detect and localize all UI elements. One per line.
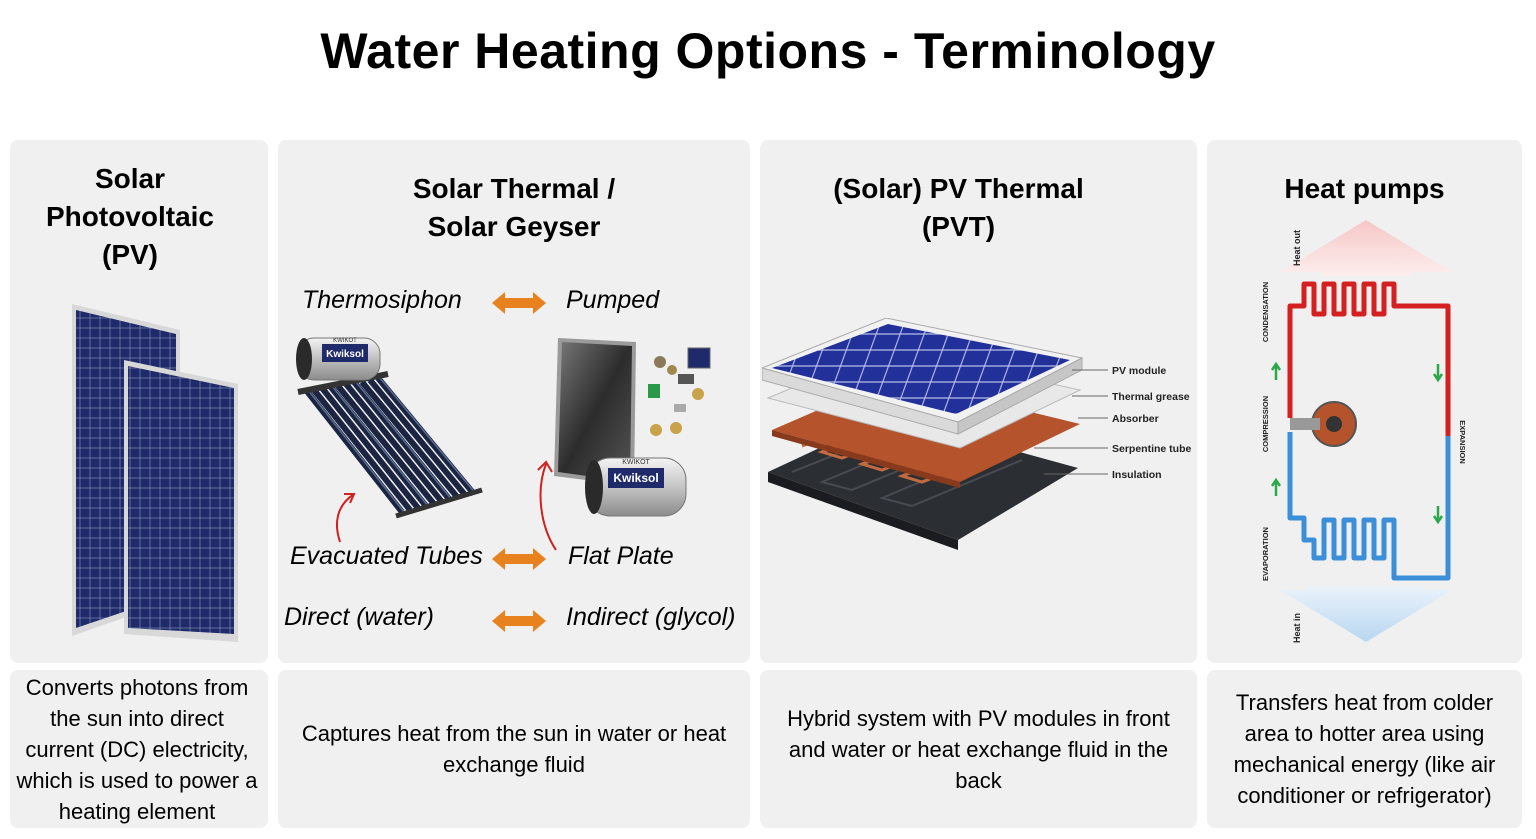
- pvt-heading-line-2: (PVT): [921, 211, 996, 242]
- condensation-label: CONDENSATION: [1261, 282, 1270, 342]
- pvt-heading-line-1: (Solar) PV Thermal: [833, 173, 1084, 204]
- pv-heading-line-2: Photovoltaic: [45, 201, 214, 232]
- heat-pump-description: Transfers heat from colder area to hotte…: [1233, 690, 1496, 808]
- solar-thermal-description-panel: [278, 670, 750, 828]
- option-thermosiphon: Thermosiphon: [302, 286, 462, 314]
- pv-description: Converts photons from the sun into direc…: [16, 674, 258, 824]
- solar-thermal-heading-line-1: Solar Thermal /: [412, 173, 616, 204]
- solar-thermal-heading: Solar Thermal / Solar Geyser: [278, 170, 750, 246]
- layer-label-thermal-grease: Thermal grease: [1112, 391, 1190, 403]
- solar-thermal-description: Captures heat from the sun in water or h…: [301, 721, 727, 777]
- option-flat-plate: Flat Plate: [568, 542, 674, 570]
- kwikot-brand-text: KWIKOT: [333, 338, 357, 344]
- heat-pump-heading: Heat pumps: [1284, 173, 1445, 204]
- heat-pump-description-panel: [1207, 670, 1522, 828]
- flat-plate-collector-image: KWIKOT Kwiksol: [554, 338, 711, 517]
- heat-out-label: Heat out: [1292, 230, 1302, 266]
- expansion-label: EXPANSION: [1458, 420, 1467, 464]
- double-arrow-icon: [492, 292, 546, 314]
- option-pumped: Pumped: [566, 286, 660, 314]
- pvt-layers-image: PV module Thermal grease Absorber Serpen…: [762, 318, 1192, 550]
- option-indirect-glycol: Indirect (glycol): [566, 603, 736, 631]
- pump-fittings-icon: [648, 347, 711, 436]
- evaporation-label: EVAPORATION: [1261, 527, 1270, 581]
- layer-label-insulation: Insulation: [1112, 469, 1162, 481]
- double-arrow-icon: [492, 610, 546, 632]
- double-arrow-icon: [492, 548, 546, 570]
- curved-arrow-icon: [336, 493, 356, 543]
- kwikot-brand-text: KWIKOT: [622, 459, 650, 466]
- heat-in-label: Heat in: [1292, 613, 1302, 643]
- pv-heading: Solar Photovoltaic (PV): [10, 160, 250, 274]
- heat-pump-diagram: Heat out Heat in CONDENSATION COMPRESSIO…: [1261, 220, 1467, 643]
- option-direct-water: Direct (water): [284, 603, 435, 631]
- option-evacuated-tubes: Evacuated Tubes: [290, 542, 483, 570]
- pv-panels-image: [72, 304, 238, 642]
- solar-thermal-heading-line-2: Solar Geyser: [427, 211, 601, 242]
- evacuated-tube-geyser-image: Kwiksol KWIKOT: [296, 337, 483, 519]
- pvt-heading: (Solar) PV Thermal (PVT): [760, 170, 1157, 246]
- pv-heading-line-3: (PV): [102, 239, 158, 270]
- curved-arrow-icon: [537, 460, 557, 551]
- layer-label-serpentine-tube: Serpentine tube: [1112, 443, 1192, 455]
- page-title: Water Heating Options - Terminology: [320, 23, 1216, 79]
- kwiksol-logo-text: Kwiksol: [326, 349, 364, 360]
- pvt-description-panel: [760, 670, 1197, 828]
- pv-heading-line-1: Solar: [94, 163, 166, 194]
- layer-label-absorber: Absorber: [1112, 413, 1159, 425]
- pvt-description: Hybrid system with PV modules in front a…: [787, 705, 1170, 793]
- kwiksol-logo-text: Kwiksol: [613, 471, 658, 485]
- layer-label-pv-module: PV module: [1112, 365, 1166, 377]
- pv-description-panel: [10, 670, 268, 828]
- compression-label: COMPRESSION: [1261, 396, 1270, 452]
